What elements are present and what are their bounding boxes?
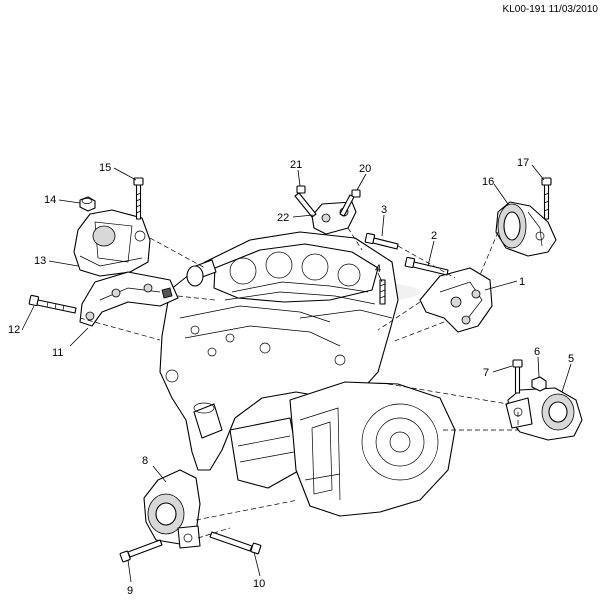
callout-15: 15 (99, 162, 111, 174)
callout-labels: 1 2 3 4 5 6 7 8 9 10 11 12 13 14 15 16 1… (8, 157, 574, 597)
callout-1: 1 (519, 276, 525, 288)
bolt-2 (404, 256, 449, 276)
stud-4 (379, 279, 386, 305)
nut-14 (79, 196, 96, 212)
callout-13: 13 (34, 255, 46, 267)
extension-lines (79, 227, 519, 539)
mount-5 (505, 387, 583, 441)
callout-14: 14 (44, 194, 56, 206)
callout-2: 2 (431, 230, 437, 242)
engine-assembly (159, 231, 456, 517)
upper-mount-13 (73, 209, 151, 277)
callout-9: 9 (127, 585, 133, 597)
callout-12: 12 (8, 324, 20, 336)
bolt-12 (28, 294, 77, 314)
callout-16: 16 (482, 176, 494, 188)
callout-5: 5 (568, 353, 574, 365)
bolt-21 (294, 185, 317, 218)
callout-8: 8 (142, 455, 148, 467)
bolt-3 (364, 232, 399, 250)
callout-17: 17 (517, 157, 529, 169)
bracket-11 (79, 271, 179, 327)
mount-16 (495, 201, 557, 257)
callout-7: 7 (483, 367, 489, 379)
callout-22: 22 (277, 212, 289, 224)
callout-6: 6 (534, 346, 540, 358)
bolt-10 (209, 531, 262, 555)
mount-8 (143, 469, 201, 549)
callout-20: 20 (359, 163, 371, 175)
bolt-9 (119, 539, 163, 563)
callout-3: 3 (381, 204, 387, 216)
bolt-17 (541, 177, 552, 220)
callout-4: 4 (375, 263, 381, 275)
bolt-7 (512, 359, 523, 394)
callout-21: 21 (290, 159, 302, 171)
bracket-1 (419, 267, 493, 333)
callout-11: 11 (52, 347, 63, 359)
diagram-code: KL00-191 11/03/2010 (503, 4, 599, 15)
nut-6 (531, 376, 547, 392)
bolt-20 (339, 189, 361, 217)
callout-leaders (21, 164, 572, 583)
callout-10: 10 (253, 578, 265, 590)
bolt-15 (133, 177, 144, 220)
